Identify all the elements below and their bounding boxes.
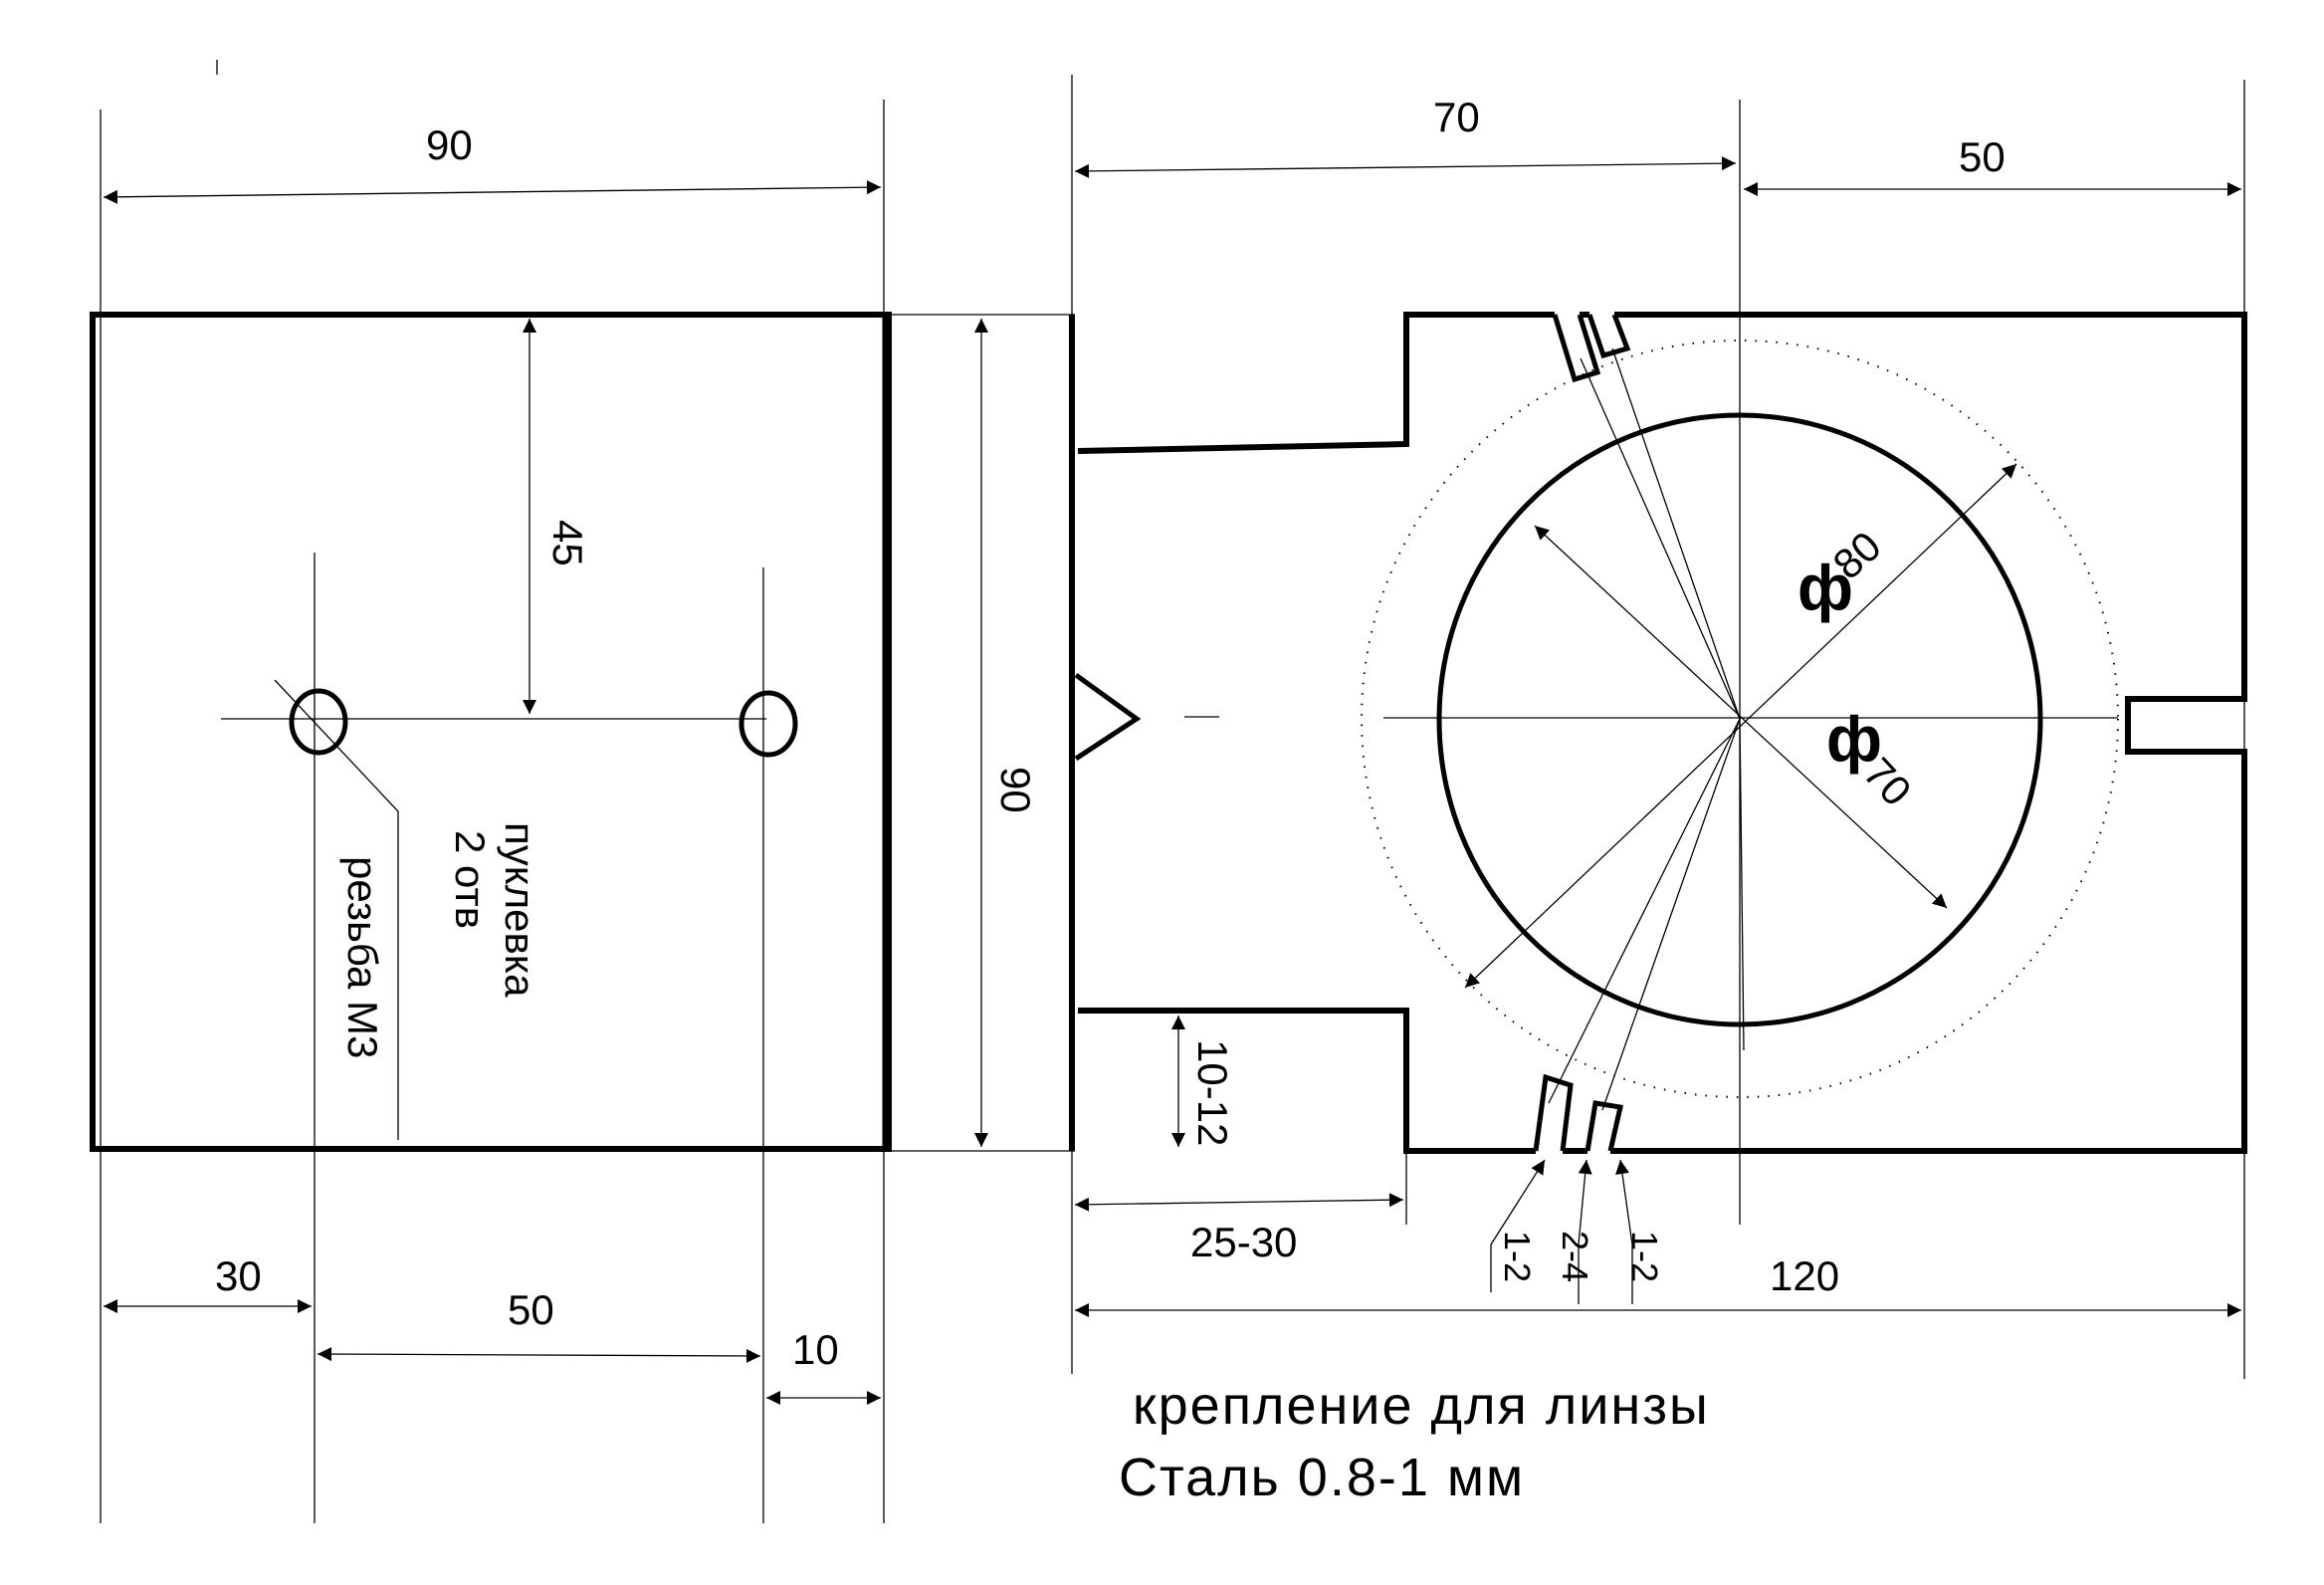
dimension-45: 45 bbox=[544, 520, 591, 566]
dimension-50: 50 bbox=[508, 1286, 554, 1333]
bracket-outline bbox=[1069, 312, 2247, 1154]
dimension-30: 30 bbox=[215, 1252, 262, 1299]
lens-circle-70 bbox=[1436, 412, 2043, 1027]
dimension-line-25-30 bbox=[1074, 1193, 1404, 1212]
left-plate-outline bbox=[90, 312, 892, 1152]
dimension-70: 70 bbox=[1433, 94, 1480, 140]
phi-80-label: ф 80 bbox=[1797, 522, 1890, 623]
slot-width-leaders bbox=[1490, 1159, 1633, 1304]
dimension-line-50 bbox=[317, 1347, 761, 1363]
phi-symbol-80: ф bbox=[1797, 552, 1853, 623]
caption-title: крепление для линзы bbox=[1133, 1376, 1710, 1436]
dimension-90-width: 90 bbox=[426, 121, 473, 168]
note-punch-line2: 2 отв bbox=[447, 830, 494, 929]
dimension-10-12: 10-12 bbox=[1189, 1039, 1236, 1146]
left-view: 90 45 30 50 10 пуклевка 2 отв резьба М3 bbox=[90, 60, 892, 1523]
dimension-line-90 bbox=[103, 180, 882, 204]
upper-slot-right bbox=[1586, 314, 1631, 359]
right-view: ф 80 ф 70 70 50 10-12 25-30 1-2 2-4 1-2 … bbox=[1069, 75, 2247, 1379]
lower-slot-left bbox=[1533, 1073, 1574, 1152]
upper-slot-left bbox=[1552, 314, 1601, 383]
caption-material: Сталь 0.8-1 мм bbox=[1119, 1448, 1525, 1507]
diameter-line-80 bbox=[1464, 463, 2017, 989]
note-punch-line1: пуклевка bbox=[497, 822, 543, 998]
outer-circle-80 bbox=[1361, 340, 2119, 1098]
dimension-10: 10 bbox=[792, 1326, 839, 1373]
dimension-25-30: 25-30 bbox=[1190, 1219, 1297, 1265]
phi-symbol-70: ф bbox=[1826, 703, 1882, 775]
note-leader bbox=[274, 679, 399, 1140]
punch-hole-right bbox=[739, 690, 798, 758]
dimension-120: 120 bbox=[1770, 1252, 1839, 1299]
note-thread: резьба М3 bbox=[339, 856, 386, 1058]
punch-hole-left bbox=[289, 688, 348, 756]
dimension-50-top: 50 bbox=[1959, 133, 2006, 180]
height-dimension: 90 bbox=[886, 314, 1075, 1152]
dimension-line-70 bbox=[1074, 156, 1737, 178]
phi-70-label: ф 70 bbox=[1826, 703, 1921, 814]
slot-dim-3: 1-2 bbox=[1624, 1231, 1665, 1282]
dimension-90-height: 90 bbox=[992, 767, 1039, 813]
slot-dim-1: 1-2 bbox=[1497, 1231, 1538, 1282]
slot-dim-2: 2-4 bbox=[1555, 1231, 1595, 1282]
lower-slot-right bbox=[1585, 1100, 1624, 1152]
v-notch bbox=[1074, 672, 1142, 762]
